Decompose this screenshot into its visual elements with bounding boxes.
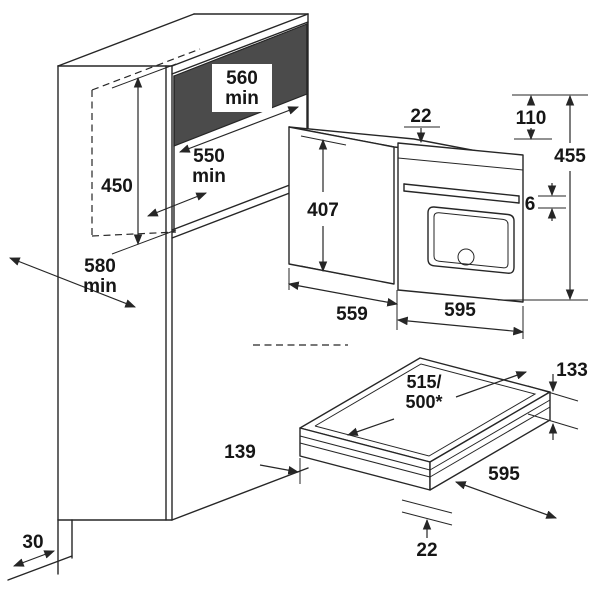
dim-line [146, 192, 208, 217]
oven-depth-value: 559 [336, 304, 368, 325]
niche-width-unit: min [225, 88, 259, 109]
oven-door-handle [403, 183, 520, 197]
dim-line [178, 106, 300, 153]
dim-oven-body-height: 407 [300, 135, 347, 276]
ext-line [527, 385, 579, 402]
oven-body-height-value: 407 [307, 200, 339, 221]
niche-depth-value: 550 [193, 146, 225, 167]
edge [171, 13, 309, 67]
drawer-panel-line [299, 442, 431, 478]
dim-line [287, 281, 399, 307]
drawer-width-value: 595 [488, 464, 520, 485]
dim-line [455, 371, 528, 398]
niche-shelf-edge [171, 185, 309, 239]
dim-line [396, 316, 525, 336]
oven-knob-circle [457, 248, 475, 266]
dim-cabinet-depth: 580 min [8, 256, 137, 308]
dim-line [454, 481, 558, 519]
dim-drawer-width: 595 [454, 464, 558, 519]
oven-width-value: 595 [444, 300, 476, 321]
dim-line [8, 257, 137, 308]
niche-height-value: 450 [101, 176, 133, 197]
label-background [212, 64, 272, 112]
ext-line [111, 63, 177, 89]
ext-line [401, 499, 453, 514]
oven-door-handle [403, 190, 520, 204]
drawer-height-value: 133 [556, 360, 588, 381]
niche-depth-unit: min [192, 166, 226, 187]
dim-oven-upper-section: 110 [512, 94, 588, 141]
oven-unit [288, 126, 524, 303]
dim-line [12, 550, 56, 567]
dim-oven-width: 595 [396, 300, 525, 339]
hidden-edge [91, 48, 201, 91]
cabinet-depth-unit: min [83, 276, 117, 297]
oven-top-clearance-value: 22 [410, 106, 431, 127]
dim-drawer-bottom-gap: 22 [401, 499, 453, 561]
drawer-right-face [429, 391, 551, 491]
edge [171, 21, 309, 75]
hidden-edge [91, 231, 177, 237]
floor-line [7, 555, 73, 581]
drawer-front-offset-value: 139 [224, 442, 256, 463]
cabinet-depth-value: 580 [84, 256, 116, 277]
oven-side-face [288, 126, 395, 285]
dim-plinth-recess: 30 [12, 532, 56, 567]
dim-line [259, 464, 300, 475]
drawer-panel-line [299, 435, 431, 471]
warming-drawer [299, 357, 551, 491]
oven-door-gap-value: 6 [525, 194, 536, 215]
dim-niche-height: 450 [101, 63, 177, 255]
niche-shelf-edge [171, 177, 309, 231]
oven-frame-inner-edge [397, 157, 524, 171]
drawer-depth-alternate-value: 500* [405, 392, 442, 412]
drawer-top-rim [314, 363, 537, 457]
dim-oven-top-clearance: 22 [404, 106, 440, 144]
ext-line [111, 229, 177, 255]
drawer-bottom-gap-value: 22 [416, 540, 437, 561]
edge [57, 13, 195, 67]
drawer-depth-primary-value: 515/ [406, 372, 441, 392]
ext-line [401, 511, 453, 526]
drawer-panel-line [429, 406, 551, 478]
oven-door-window [427, 206, 515, 274]
dim-drawer-front-offset: 139 [224, 442, 301, 484]
oven-upper-section-value: 110 [516, 108, 547, 129]
dim-oven-door-gap: 6 [525, 183, 566, 221]
plinth-recess-value: 30 [22, 532, 43, 553]
edge [171, 467, 309, 521]
oven-overall-height-value: 455 [554, 146, 586, 167]
dim-drawer-depth: 515/ 500* [346, 371, 528, 436]
dim-oven-depth: 559 [287, 268, 399, 330]
dim-niche-depth: 550 min [146, 146, 226, 217]
oven-front-frame [397, 142, 524, 303]
dimension-annotations: 560 min 550 min 450 580 min 30 22 [8, 63, 588, 567]
oven-door-window-inner [433, 212, 509, 269]
dim-line [346, 418, 395, 436]
dim-oven-overall-height: 455 [498, 94, 588, 301]
dim-drawer-height: 133 [527, 360, 588, 440]
drawer-panel-line [429, 399, 551, 471]
ext-line [527, 413, 579, 430]
dim-niche-width: 560 min [178, 64, 300, 153]
niche-width-value: 560 [226, 68, 258, 89]
